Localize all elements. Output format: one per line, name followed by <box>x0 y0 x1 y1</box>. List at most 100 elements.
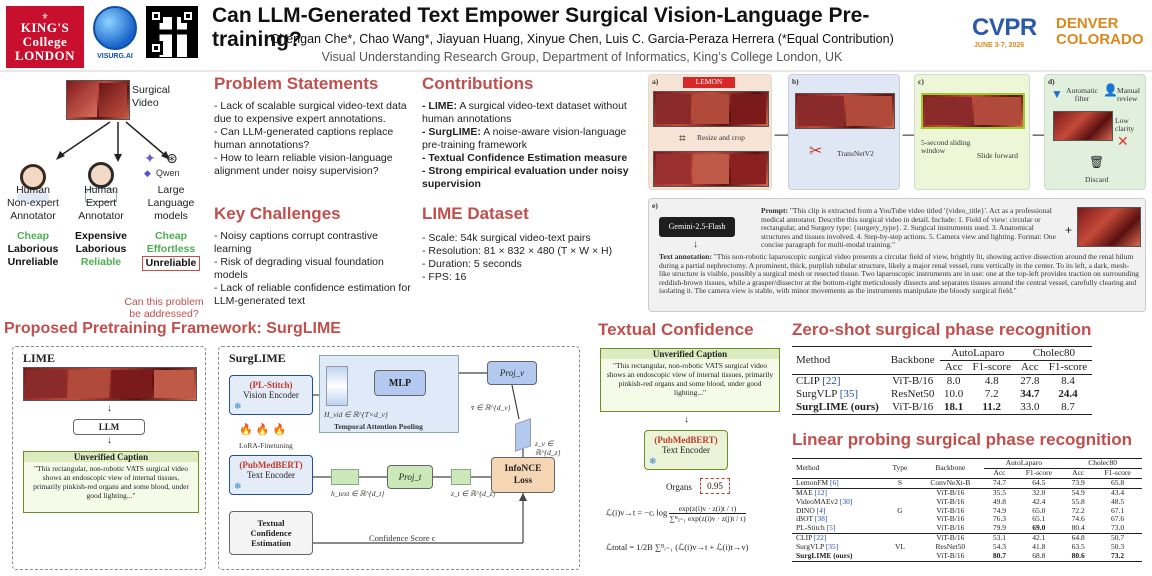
problem-item: - Lack of scalable surgical video-text d… <box>214 100 407 125</box>
linear-probing-table: Method Type Backbone AutoLaparo Cholec80… <box>792 458 1142 562</box>
prompt-text: Prompt: "This clip is extracted from a Y… <box>761 206 1056 249</box>
branch-arrows <box>56 121 170 162</box>
lime-pipeline-figure: a) LEMON ⌗ Resize and crop ⟶ b) ✂ TransN… <box>648 74 1148 314</box>
crop-icon: ⌗ <box>679 131 686 145</box>
h-text-vector <box>331 469 359 485</box>
contributions-section: Contributions - LIME: A surgical video-t… <box>422 74 644 191</box>
conf-date: JUNE 3-7, 2026 <box>974 42 1025 49</box>
filter-icon: ▼ <box>1051 87 1063 101</box>
poster-title: Can LLM-Generated Text Empower Surgical … <box>212 4 870 51</box>
llm-block: LLM <box>73 419 145 435</box>
qr-code-icon[interactable] <box>146 6 198 58</box>
dataset-item: - Resolution: 81 × 832 × 480 (T × W × H) <box>422 245 613 257</box>
visurg-logo: VISURG.AI <box>90 6 140 68</box>
vision-encoder-block: (PL-Stitch) Vision Encoder ❄ <box>229 375 313 415</box>
trash-icon: 🗑 <box>1089 155 1105 169</box>
textual-confidence-section: Textual Confidence Unverified Caption "T… <box>596 320 786 574</box>
zero-shot-title: Zero-shot surgical phase recognition <box>792 320 1092 339</box>
contribution-item: - Strong empirical evaluation under nois… <box>422 165 629 190</box>
dataset-item: - Scale: 54k surgical video-text pairs <box>422 232 591 244</box>
linear-probing-section: Linear probing surgical phase recognitio… <box>792 430 1148 574</box>
pipeline-step-d: d) ▼ Automatic filter 👤 Manual review Lo… <box>1044 74 1146 190</box>
challenges-title: Key Challenges <box>214 204 341 223</box>
challenge-item: - Lack of reliable confidence estimation… <box>214 282 411 307</box>
llm-logos-icon: ✦ ⊛ ◆ Qwen <box>142 150 196 184</box>
linear-probing-title: Linear probing surgical phase recognitio… <box>792 430 1133 449</box>
organs-token: Organs <box>666 482 692 492</box>
proj-v-block: Proj_v <box>487 361 537 385</box>
frozen-snowflake-icon: ❄ <box>234 401 242 411</box>
kcl-logo: ⚜ KING'S College LONDON <box>6 6 84 68</box>
dataset-title: LIME Dataset <box>422 204 529 223</box>
temporal-attention-pooling-box: MLP H_vid ∈ ℝ^{T×d_v} Temporal Attention… <box>319 355 459 433</box>
lora-flame-icon: 🔥 🔥 🔥 <box>239 424 287 436</box>
zero-shot-section: Zero-shot surgical phase recognition Met… <box>792 320 1148 432</box>
non-expert-avatar-icon <box>16 164 50 204</box>
framework-section: Proposed Pretraining Framework: SurgLIME… <box>4 320 588 574</box>
problem-item: - How to learn reliable vision-language … <box>214 152 393 177</box>
tc-unverified-caption-box: Unverified Caption "This rectangular, no… <box>600 348 780 412</box>
contribution-item: - Textual Confidence Estimation measure <box>422 152 628 164</box>
expert-column: Human Expert Annotator Expensive Laborio… <box>75 184 127 268</box>
contributions-title: Contributions <box>422 74 534 93</box>
unreliable-highlight: Unreliable <box>141 256 201 271</box>
surgical-video-thumbnail <box>66 80 130 120</box>
key-challenges-section: Key Challenges - Noisy captions corrupt … <box>214 204 418 308</box>
loss-equation-2: ℒtotal = 1/2B ∑ᴮᵢ₌₁ (ℒ(i)v→t + ℒ(i)t→v) <box>606 542 749 552</box>
arrow-down-icon: ↓ <box>693 239 698 250</box>
qwen-label: Qwen <box>156 168 180 178</box>
loss-equation-1: ℒ(i)v→t = −cᵢ log exp(z(i)v · z(i)t / τ)… <box>606 504 746 523</box>
lime-dataset-section: LIME Dataset - Scale: 54k surgical video… <box>422 204 644 284</box>
dataset-item: - FPS: 16 <box>422 271 467 283</box>
textual-confidence-title: Textual Confidence <box>598 320 754 339</box>
authors: Chengan Che*, Chao Wang*, Jiayuan Huang,… <box>270 32 894 46</box>
scissors-icon: ✂ <box>809 143 823 160</box>
gemini-box: Gemini-2.5-Flash <box>659 217 735 237</box>
openai-icon: ⊛ <box>166 150 178 166</box>
arrow-a-b: ⟶ <box>774 128 792 142</box>
visurg-eye-icon <box>93 6 137 50</box>
visurg-label: VISURG.AI <box>97 53 133 60</box>
pipeline-step-c: c) 5-second sliding window Slide forward <box>914 74 1030 190</box>
challenge-item: - Noisy captions corrupt contrastive lea… <box>214 230 378 255</box>
problem-statements-section: Problem Statements - Lack of scalable su… <box>214 74 418 178</box>
problem-title: Problem Statements <box>214 74 379 93</box>
kcl-logo-line1: KING'S <box>20 20 70 35</box>
framework-arrows <box>313 372 527 544</box>
conf-name: CVPR <box>972 14 1037 41</box>
non-expert-column: Human Non-expert Annotator Cheap Laborio… <box>7 184 59 268</box>
llm-column: Large Language models Cheap Effortless U… <box>136 184 206 271</box>
text-annotation: Text annotation: "This non-robotic lapar… <box>659 252 1139 295</box>
unverified-caption-box: Unverified Caption "This rectangular, no… <box>23 451 199 513</box>
motivation-panel: Surgical Video ✦ ⊛ ◆ Qwen Human Non-expe… <box>0 74 210 320</box>
proj-t-block: Proj_t <box>387 465 433 489</box>
gemini-icon: ✦ <box>144 150 156 166</box>
qwen-icon: ◆ <box>144 168 151 178</box>
dataset-item: - Duration: 5 seconds <box>422 258 522 270</box>
lime-box: LIME ↓ LLM ↓ Unverified Caption "This re… <box>12 346 206 570</box>
input-clip-thumbnail <box>1077 207 1141 247</box>
tc-text-encoder-block: (PubMedBERT) Text Encoder ❄ <box>644 430 728 470</box>
confidence-score-box: 0.95 <box>700 478 730 494</box>
cvpr-logo: CVPR JUNE 3-7, 2026 DENVER COLORADO <box>972 14 1144 58</box>
infonce-loss-block: InfoNCE Loss <box>491 457 555 493</box>
expert-doctor-avatar-icon <box>84 162 118 204</box>
kcl-logo-line2: College <box>22 34 68 49</box>
surglime-box: SurgLIME (PL-Stitch) Vision Encoder ❄ 🔥 … <box>218 346 580 570</box>
surgical-video-label: Surgical Video <box>132 84 170 109</box>
kcl-logo-line3: LONDON <box>14 48 76 63</box>
z-t-vector <box>451 469 471 485</box>
problem-item: - Can LLM-generated captions replace hum… <box>214 126 394 151</box>
problem-question: Can this problem be addressed? <box>124 296 204 320</box>
